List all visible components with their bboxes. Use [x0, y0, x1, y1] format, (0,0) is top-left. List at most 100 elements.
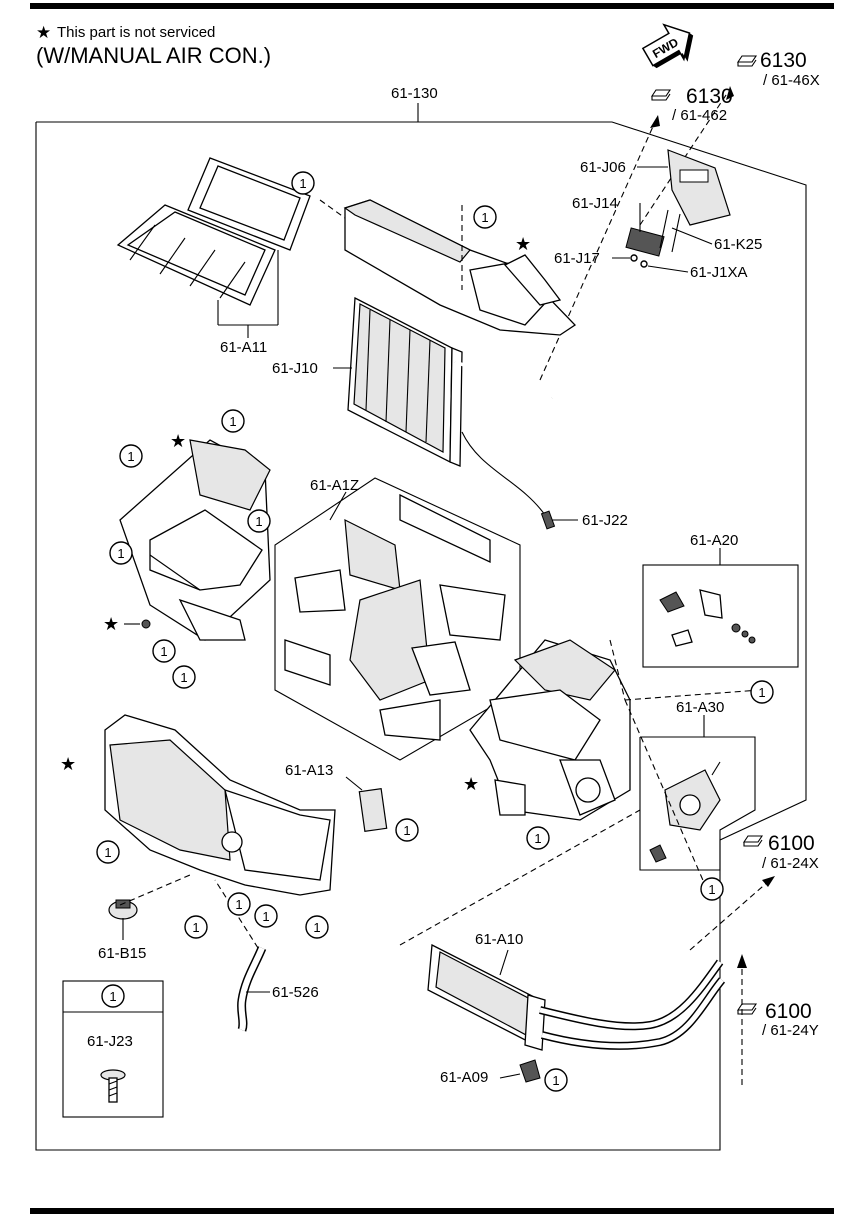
ref-code: 6130	[760, 49, 807, 72]
a30-actuator[interactable]	[649, 761, 721, 863]
svg-text:1: 1	[481, 210, 488, 225]
star-marker: ★	[60, 754, 76, 775]
circle-marker: 1	[544, 1068, 568, 1092]
circle-marker: 1	[305, 915, 329, 939]
bottom-rule	[30, 1208, 834, 1214]
label-61-a13: 61-A13	[285, 762, 333, 779]
circle-marker: 1	[395, 818, 419, 842]
svg-text:1: 1	[403, 823, 410, 838]
legend-part-label: 61-J23	[87, 1033, 133, 1050]
ref-book-icon	[736, 1003, 758, 1015]
j1xa-oring	[640, 260, 648, 268]
heater-core[interactable]	[427, 943, 726, 1051]
label-61-a1z: 61-A1Z	[310, 477, 359, 494]
a30-box	[639, 736, 756, 871]
right-case[interactable]	[469, 639, 631, 821]
svg-text:1: 1	[255, 514, 262, 529]
svg-text:1: 1	[534, 831, 541, 846]
circle-marker: 1	[221, 409, 245, 433]
star-marker: ★	[170, 431, 186, 452]
label-61-k25: 61-K25	[714, 236, 762, 253]
door-kit[interactable]	[284, 493, 506, 741]
j17-oring	[630, 254, 638, 262]
ref-sub: / 61-462	[672, 107, 727, 124]
svg-text:1: 1	[180, 670, 187, 685]
j22-sensor	[540, 510, 556, 530]
svg-text:1: 1	[299, 176, 306, 191]
label-61-a10: 61-A10	[475, 931, 523, 948]
expansion-valve-plate[interactable]	[667, 149, 731, 226]
ref-6100-24x[interactable]: 6100 / 61-24X	[742, 832, 819, 872]
screw-icon	[100, 1069, 126, 1103]
left-upper-case[interactable]	[119, 439, 271, 641]
svg-text:1: 1	[552, 1073, 559, 1088]
diagram-title: (W/MANUAL AIR CON.)	[36, 43, 271, 68]
ref-sub: / 61-24Y	[762, 1022, 819, 1039]
ref-6130-46x[interactable]: 6130 / 61-46X	[736, 49, 820, 89]
note-star: ★	[36, 23, 51, 43]
svg-text:1: 1	[262, 909, 269, 924]
sub-kit-outline	[274, 477, 521, 761]
fwd-arrow: FWD	[641, 23, 694, 69]
circle-marker: 1	[526, 826, 550, 850]
ref-code: 6100	[765, 1000, 812, 1023]
circle-marker: 1	[152, 639, 176, 663]
circle-marker: 1	[700, 877, 724, 901]
svg-text:1: 1	[160, 644, 167, 659]
ref-book-icon	[742, 835, 764, 847]
label-61-130: 61-130	[391, 85, 438, 102]
label-61-a30: 61-A30	[676, 699, 724, 716]
label-61-a11: 61-A11	[220, 339, 267, 356]
svg-text:1: 1	[235, 897, 242, 912]
circle-marker: 1	[96, 840, 120, 864]
svg-text:1: 1	[117, 546, 124, 561]
b15-motor[interactable]	[108, 899, 138, 920]
circle-marker: 1	[109, 541, 133, 565]
ref-code: 6100	[768, 832, 815, 855]
label-61-j1xa: 61-J1XA	[690, 264, 748, 281]
ref-sub: / 61-46X	[763, 72, 820, 89]
lower-case[interactable]	[104, 714, 336, 896]
label-61-j17: 61-J17	[554, 250, 600, 267]
ref-6130-462[interactable]: 6130 / 61-462	[650, 85, 733, 124]
circle-marker: 1	[291, 171, 315, 195]
a20-parts[interactable]	[659, 589, 756, 647]
ref-code: 6130	[686, 85, 733, 108]
svg-text:1: 1	[104, 845, 111, 860]
a09-clamp[interactable]	[519, 1059, 541, 1083]
circle-marker: 1	[473, 205, 497, 229]
j14-block[interactable]	[625, 227, 665, 257]
a13-part[interactable]	[358, 787, 388, 833]
ref-6100-24y[interactable]: 6100 / 61-24Y	[736, 1000, 819, 1039]
star-marker: ★	[463, 774, 479, 795]
circle-marker: 1	[172, 665, 196, 689]
svg-text:1: 1	[229, 414, 236, 429]
label-61-j06: 61-J06	[580, 159, 626, 176]
svg-text:1: 1	[127, 449, 134, 464]
circle-marker: 1	[247, 509, 271, 533]
label-61-a09: 61-A09	[440, 1069, 488, 1086]
label-61-j14: 61-J14	[572, 195, 618, 212]
svg-text:1: 1	[313, 920, 320, 935]
circle-marker: 1	[184, 915, 208, 939]
filter-assembly[interactable]	[116, 157, 311, 326]
star-marker: ★	[103, 614, 119, 635]
evaporator[interactable]	[347, 296, 553, 467]
top-rule	[30, 3, 834, 9]
upper-case[interactable]	[343, 199, 577, 336]
star-marker: ★	[515, 234, 531, 255]
svg-text:1: 1	[708, 882, 715, 897]
ref-book-icon	[736, 55, 758, 67]
circle-marker: 1	[254, 904, 278, 928]
label-61-j10: 61-J10	[272, 360, 318, 377]
svg-text:1: 1	[192, 920, 199, 935]
note-text: This part is not serviced	[57, 24, 215, 41]
svg-text:1: 1	[758, 685, 765, 700]
label-61-526: 61-526	[272, 984, 319, 1001]
circle-marker: 1	[227, 892, 251, 916]
assembly-outline	[35, 121, 807, 1151]
ref-book-icon	[650, 89, 672, 101]
label-61-j22: 61-J22	[582, 512, 628, 529]
legend-marker: 1	[109, 989, 116, 1004]
